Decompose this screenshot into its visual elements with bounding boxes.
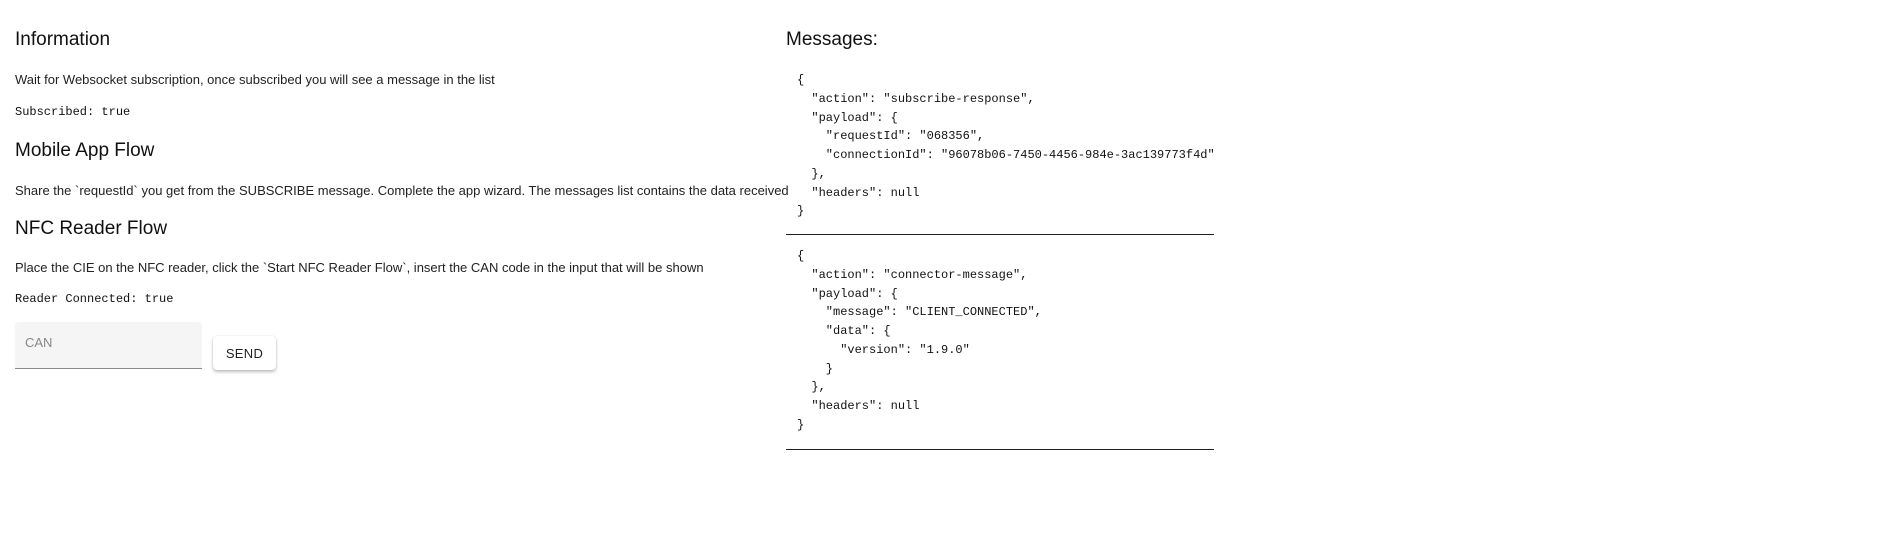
nfc-flow-text: Place the CIE on the NFC reader, click t… — [15, 260, 704, 275]
can-field — [15, 322, 202, 369]
messages-panel: Messages: { "action": "subscribe-respons… — [786, 0, 1215, 552]
message-item: { "action": "connector-message", "payloa… — [786, 247, 1214, 450]
messages-heading: Messages: — [786, 29, 878, 50]
information-text: Wait for Websocket subscription, once su… — [15, 72, 495, 87]
reader-connected-status: Reader Connected: true — [15, 292, 174, 306]
mobile-flow-heading: Mobile App Flow — [15, 140, 155, 161]
message-item: { "action": "subscribe-response", "paylo… — [786, 71, 1215, 235]
can-input[interactable] — [15, 322, 202, 362]
information-heading: Information — [15, 29, 111, 50]
send-button[interactable]: SEND — [213, 336, 276, 370]
message-json: { "action": "subscribe-response", "paylo… — [797, 73, 1215, 219]
message-json: { "action": "connector-message", "payloa… — [797, 249, 1042, 432]
mobile-flow-text: Share the `requestId` you get from the S… — [15, 183, 789, 198]
left-panel: Information Wait for Websocket subscript… — [15, 0, 789, 552]
subscribed-status: Subscribed: true — [15, 105, 131, 119]
nfc-flow-heading: NFC Reader Flow — [15, 218, 168, 239]
